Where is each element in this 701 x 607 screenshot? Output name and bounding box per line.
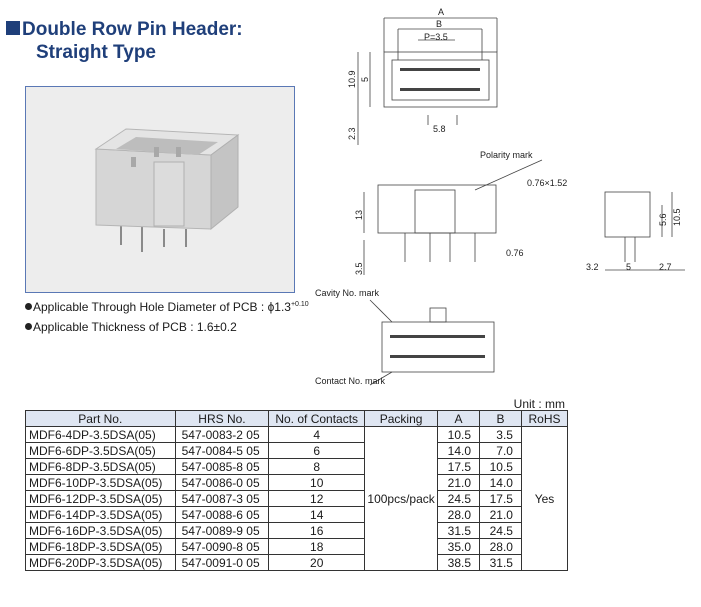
thickness-bullet: Applicable Thickness of PCB : 1.6±0.2 xyxy=(25,317,309,337)
hole-diameter-bullet: Applicable Through Hole Diameter of PCB … xyxy=(25,295,309,317)
a-cell: 14.0 xyxy=(437,442,481,459)
col-contacts: No. of Contacts xyxy=(268,410,366,427)
contacts-cell: 8 xyxy=(268,458,366,475)
hrs-no-cell: 547-0091-0 05 xyxy=(174,554,270,571)
a-cell: 24.5 xyxy=(437,490,481,507)
dim-2-3: 2.3 xyxy=(347,127,357,140)
contacts-cell: 6 xyxy=(268,442,366,459)
part-no-cell: MDF6-16DP-3.5DSA(05) xyxy=(25,522,176,539)
part-no-cell: MDF6-4DP-3.5DSA(05) xyxy=(25,426,176,443)
rohs-cell: Yes xyxy=(520,426,569,571)
dim-b: B xyxy=(436,19,442,29)
contacts-cell: 20 xyxy=(268,554,366,571)
title-line-2: Straight Type xyxy=(36,42,156,63)
dim-5-8: 5.8 xyxy=(433,124,446,134)
hrs-no-cell: 547-0086-0 05 xyxy=(174,474,270,491)
part-no-cell: MDF6-20DP-3.5DSA(05) xyxy=(25,554,176,571)
dim-2-7: 2.7 xyxy=(659,262,672,272)
parts-table: Part No. HRS No. No. of Contacts Packing… xyxy=(25,410,569,571)
dim-3-5: 3.5 xyxy=(354,262,364,275)
contacts-cell: 4 xyxy=(268,426,366,443)
part-no-cell: MDF6-12DP-3.5DSA(05) xyxy=(25,490,176,507)
polarity-mark-label: Polarity mark xyxy=(480,150,533,160)
a-cell: 17.5 xyxy=(437,458,481,475)
b-cell: 21.0 xyxy=(479,506,522,523)
dim-a: A xyxy=(438,7,444,17)
part-no-cell: MDF6-8DP-3.5DSA(05) xyxy=(25,458,176,475)
dim-5: 5 xyxy=(360,77,370,82)
contact-mark-label: Contact No. mark xyxy=(315,376,386,386)
title-square-icon xyxy=(6,21,20,35)
packing-cell: 100pcs/pack xyxy=(364,426,439,571)
hrs-no-cell: 547-0088-6 05 xyxy=(174,506,270,523)
dim-10-9: 10.9 xyxy=(347,70,357,88)
b-cell: 17.5 xyxy=(479,490,522,507)
dim-10-5: 10.5 xyxy=(672,208,682,226)
col-b: B xyxy=(479,410,522,427)
connector-illustration xyxy=(26,87,294,292)
a-cell: 38.5 xyxy=(437,554,481,571)
bullet-icon xyxy=(25,303,32,310)
part-no-cell: MDF6-14DP-3.5DSA(05) xyxy=(25,506,176,523)
dim-pitch: P=3.5 xyxy=(424,32,448,42)
b-cell: 31.5 xyxy=(479,554,522,571)
contacts-cell: 12 xyxy=(268,490,366,507)
hrs-no-cell: 547-0083-2 05 xyxy=(174,426,270,443)
hrs-no-cell: 547-0090-8 05 xyxy=(174,538,270,555)
contacts-cell: 16 xyxy=(268,522,366,539)
hrs-no-cell: 547-0089-9 05 xyxy=(174,522,270,539)
a-cell: 35.0 xyxy=(437,538,481,555)
table-header-row: Part No. HRS No. No. of Contacts Packing… xyxy=(25,410,569,427)
col-hrs-no: HRS No. xyxy=(174,410,270,427)
hrs-no-cell: 547-0084-5 05 xyxy=(174,442,270,459)
title-line-1: Double Row Pin Header: xyxy=(22,19,243,40)
contacts-cell: 18 xyxy=(268,538,366,555)
b-cell: 10.5 xyxy=(479,458,522,475)
dim-0-76: 0.76 xyxy=(506,248,524,258)
a-cell: 10.5 xyxy=(437,426,481,443)
hrs-no-cell: 547-0087-3 05 xyxy=(174,490,270,507)
b-cell: 3.5 xyxy=(479,426,522,443)
part-no-cell: MDF6-18DP-3.5DSA(05) xyxy=(25,538,176,555)
dim-5-width: 5 xyxy=(626,262,631,272)
part-no-cell: MDF6-10DP-3.5DSA(05) xyxy=(25,474,176,491)
a-cell: 31.5 xyxy=(437,522,481,539)
dim-5-6: 5.6 xyxy=(658,213,668,226)
cavity-mark-label: Cavity No. mark xyxy=(315,288,380,298)
technical-drawing: A B P=3.5 10.9 5 5.8 2.3 Polarity mark 0… xyxy=(315,7,685,386)
b-cell: 24.5 xyxy=(479,522,522,539)
applicability-list: Applicable Through Hole Diameter of PCB … xyxy=(25,295,309,337)
hrs-no-cell: 547-0085-8 05 xyxy=(174,458,270,475)
dim-3-2: 3.2 xyxy=(586,262,599,272)
bullet-icon xyxy=(25,323,32,330)
a-cell: 28.0 xyxy=(437,506,481,523)
b-cell: 7.0 xyxy=(479,442,522,459)
part-no-cell: MDF6-6DP-3.5DSA(05) xyxy=(25,442,176,459)
dim-slot: 0.76×1.52 xyxy=(527,178,567,188)
contacts-cell: 10 xyxy=(268,474,366,491)
unit-label: Unit : mm xyxy=(513,397,565,411)
contacts-cell: 14 xyxy=(268,506,366,523)
col-part-no: Part No. xyxy=(25,410,176,427)
a-cell: 21.0 xyxy=(437,474,481,491)
col-a: A xyxy=(437,410,481,427)
b-cell: 28.0 xyxy=(479,538,522,555)
col-rohs: RoHS xyxy=(520,410,569,427)
product-photo xyxy=(25,86,295,293)
dim-13: 13 xyxy=(354,210,364,220)
dimension-drawings: A B P=3.5 10.9 5 5.8 2.3 Polarity mark 0… xyxy=(300,0,701,395)
page-title: Double Row Pin Header: Straight Type xyxy=(6,18,243,64)
col-packing: Packing xyxy=(364,410,439,427)
b-cell: 14.0 xyxy=(479,474,522,491)
